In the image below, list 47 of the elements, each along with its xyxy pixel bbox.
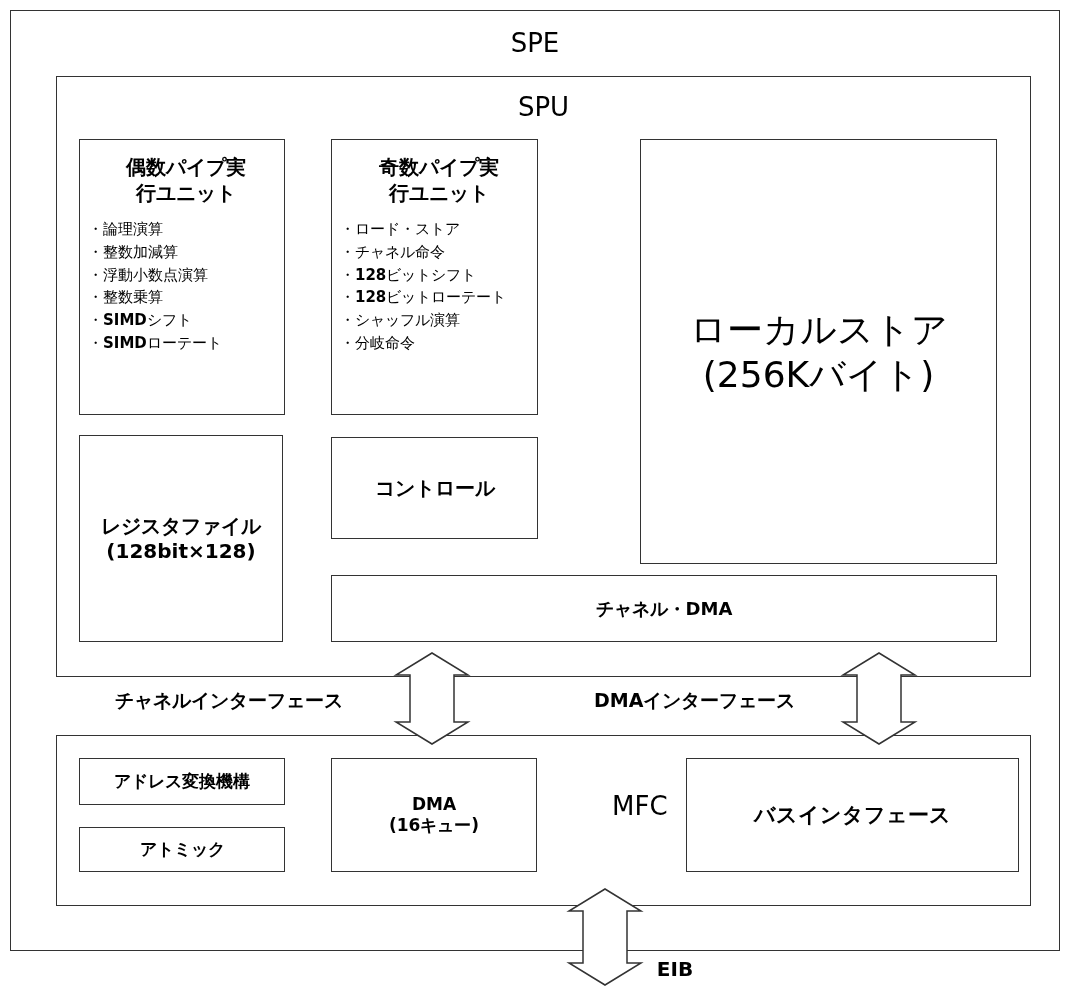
register-file-box [79,435,283,642]
operation-item: ・SIMDローテート [88,333,223,353]
unit-heading: 奇数パイプ実行ユニット [378,154,499,206]
memory-box [640,139,997,564]
double-arrow [566,888,644,986]
double-arrow [840,652,918,745]
box-label: レジスタファイル [100,513,263,539]
execution-unit-box [79,139,285,415]
box-label: コントロール [373,475,496,501]
box-label: アドレス変換機構 [113,770,251,793]
function-box [79,758,285,805]
operation-item: ・128ビットローテート [340,288,508,307]
block-title: SPE [510,28,560,58]
controller-frame [56,735,1031,906]
queue-box [331,758,537,872]
unit-heading: 偶数パイプ実行ユニット [126,154,246,206]
unit-frame [56,76,1031,677]
block-title: SPU [517,92,570,122]
box-label: バスインタフェース [752,801,952,829]
block-title: MFC [612,791,668,821]
operation-item: ・128ビットシフト [340,265,478,285]
operation-item: ・整数乗算 [88,288,164,307]
box-label: DMA [410,793,458,815]
box-label: (256Kバイト) [701,352,936,397]
box-label: チャネル・DMA [594,597,734,620]
operation-item: ・シャッフル演算 [340,311,461,330]
operation-item: ・チャネル命令 [340,242,446,262]
operation-item: ・ロード・ストア [340,220,461,239]
operation-item: ・分岐命令 [340,333,416,353]
operation-item: ・論理演算 [88,220,164,239]
box-label: アトミック [138,838,226,861]
box-label: (16キュー) [387,815,481,837]
operation-item: ・整数加減算 [88,242,179,262]
channel-box [331,575,997,642]
interface-box [686,758,1019,872]
edge-label: チャネルインターフェース [115,689,343,712]
operation-item: ・浮動小数点演算 [88,265,209,285]
processor-frame [10,10,1060,951]
double-arrow [393,652,471,745]
operation-item: ・SIMDシフト [88,311,193,330]
box-label: ローカルストア [688,307,949,352]
box-label: (128bit×128) [105,538,257,564]
execution-unit-box [331,139,538,415]
edge-label: DMAインターフェース [594,689,796,712]
control-box [331,437,538,539]
function-box [79,827,285,872]
bus-label: EIB [650,956,700,982]
